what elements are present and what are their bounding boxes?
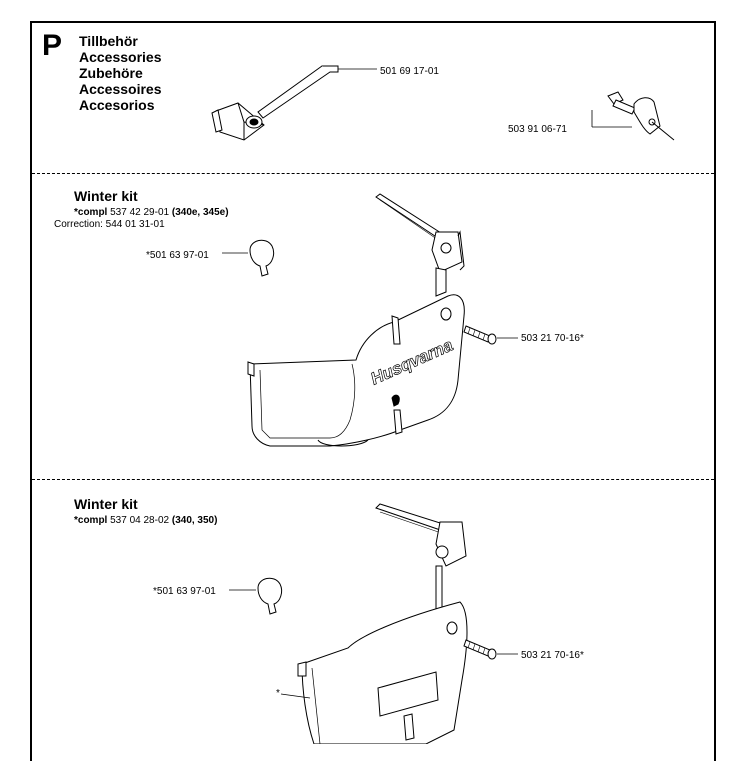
compl-models: (340, 350) <box>171 515 218 526</box>
title-german: Zubehöre <box>79 65 143 81</box>
title-english: Accessories <box>79 49 162 65</box>
winter-kit-1-compl: *compl 537 42 29-01 (340e, 345e) <box>74 207 229 218</box>
winter-kit-2-plug-drawing <box>229 577 283 615</box>
compl-label: *compl <box>74 515 108 526</box>
section-divider <box>32 479 714 480</box>
winter-kit-2-asterisk: * <box>276 688 280 699</box>
winter-kit-1-cover-drawing: Husqvarna <box>247 193 465 447</box>
section-divider <box>32 173 714 174</box>
parts-illustration: Husqvarna <box>211 65 675 744</box>
compl-models: (340e, 345e) <box>171 207 229 218</box>
winter-kit-1-screw-drawing <box>463 325 518 345</box>
winter-kit-1-screw-part: 503 21 70-16* <box>521 333 584 344</box>
winter-kit-2-screw-part: 503 21 70-16* <box>521 650 584 661</box>
winter-kit-2-title: Winter kit <box>74 496 138 512</box>
winter-kit-2-cover-drawing <box>280 503 468 744</box>
part-number-combination-tool: 501 69 17-01 <box>380 66 439 77</box>
winter-kit-1-title: Winter kit <box>74 188 138 204</box>
title-french: Accessoires <box>79 81 162 97</box>
winter-kit-2-plug-part: *501 63 97-01 <box>153 586 216 597</box>
section-letter: P <box>42 29 63 62</box>
page-frame <box>30 21 716 761</box>
winter-kit-1-plug-part: *501 63 97-01 <box>146 250 209 261</box>
file-guide-drawing <box>591 91 675 141</box>
winter-kit-2-screw-drawing <box>463 639 518 660</box>
winter-kit-1-plug-drawing <box>222 239 275 277</box>
part-number-file-guide: 503 91 06-71 <box>508 124 567 135</box>
title-swedish: Tillbehör <box>79 33 138 49</box>
winter-kit-1-correction: Correction: 544 01 31-01 <box>54 219 165 230</box>
combination-tool-drawing <box>211 65 377 141</box>
compl-number: 537 42 29-01 <box>110 207 170 218</box>
compl-number: 537 04 28-02 <box>110 515 170 526</box>
compl-label: *compl <box>74 207 108 218</box>
winter-kit-2-compl: *compl 537 04 28-02 (340, 350) <box>74 515 217 526</box>
title-spanish: Accesorios <box>79 97 155 113</box>
